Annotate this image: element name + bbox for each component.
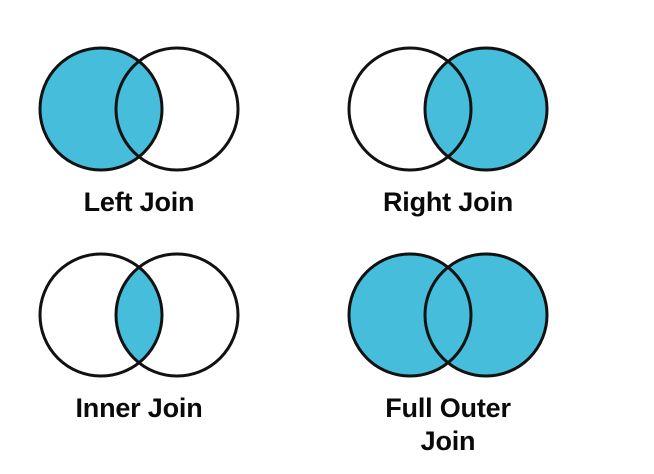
diagram-full-outer-join: Full Outer Join	[347, 250, 549, 458]
venn-graphic-left-join	[38, 44, 240, 174]
left-set-outline	[38, 46, 164, 172]
right-set-outline	[114, 252, 240, 378]
left-set-outline	[347, 46, 473, 172]
diagram-inner-join: Inner Join	[38, 250, 240, 425]
diagram-label-right-join: Right Join	[383, 187, 513, 217]
diagram-label-left-join: Left Join	[83, 187, 195, 217]
diagram-label-inner-join: Inner Join	[75, 393, 203, 423]
right-set-outline	[423, 46, 549, 172]
intersection-region	[116, 48, 162, 170]
left-set-outline	[38, 252, 164, 378]
right-set-outline	[114, 46, 240, 172]
venn-graphic-full-outer-join	[347, 250, 549, 380]
diagram-label-full-outer-join: Full Outer Join	[385, 393, 511, 456]
diagram-right-join: Right Join	[347, 44, 549, 219]
diagram-left-join: Left Join	[38, 44, 240, 219]
left-set-outline	[347, 252, 473, 378]
intersection-region	[116, 254, 162, 376]
venn-graphic-right-join	[347, 44, 549, 174]
right-set-outline	[423, 252, 549, 378]
venn-graphic-inner-join	[38, 250, 240, 380]
intersection-region	[425, 254, 471, 376]
intersection-region	[425, 48, 471, 170]
